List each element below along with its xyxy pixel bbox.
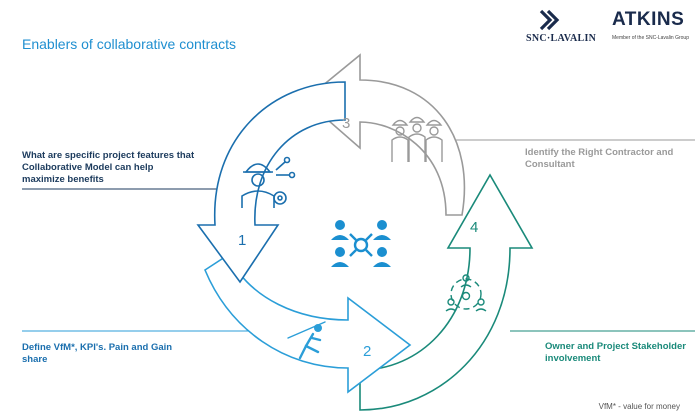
engineer-gear-icon <box>241 156 296 208</box>
step-4-description: Owner and Project Stakeholder involvemen… <box>545 341 686 364</box>
atkins-text: ATKINS <box>612 9 685 30</box>
atkins-subtitle: Member of the SNC-Lavalin Group <box>612 35 689 41</box>
step-number-4: 4 <box>470 219 478 236</box>
page-title: Enablers of collaborative contracts <box>22 36 236 52</box>
snc-lavalin-text: SNC·LAVALIN <box>526 33 597 44</box>
snc-lavalin-mark-icon <box>539 9 560 31</box>
step-number-2: 2 <box>363 343 371 360</box>
contractors-group-icon <box>391 116 443 162</box>
javelin-thrower-icon <box>287 321 326 360</box>
snc-lavalin-logo: SNC·LAVALIN <box>526 9 600 49</box>
cycle-arrow-1 <box>196 81 346 284</box>
cycle-arrow-2 <box>204 253 412 394</box>
cycle-arrow-3 <box>303 53 466 216</box>
cycle-arrow-4 <box>359 173 534 411</box>
step-number-1: 1 <box>238 232 246 249</box>
footnote: VfM* - value for money <box>598 402 680 411</box>
step-3-description: Identify the Right Contractor and Consul… <box>525 147 674 170</box>
step-2-description: Define VfM*, KPI's. Pain and Gain share <box>22 342 173 365</box>
step-number-3: 3 <box>342 115 350 132</box>
collaboration-network-icon <box>331 220 391 267</box>
stakeholder-cycle-icon <box>445 274 487 312</box>
atkins-logo: ATKINS Member of the SNC-Lavalin Group <box>612 9 692 41</box>
step-1-description: What are specific project features that … <box>22 150 195 185</box>
